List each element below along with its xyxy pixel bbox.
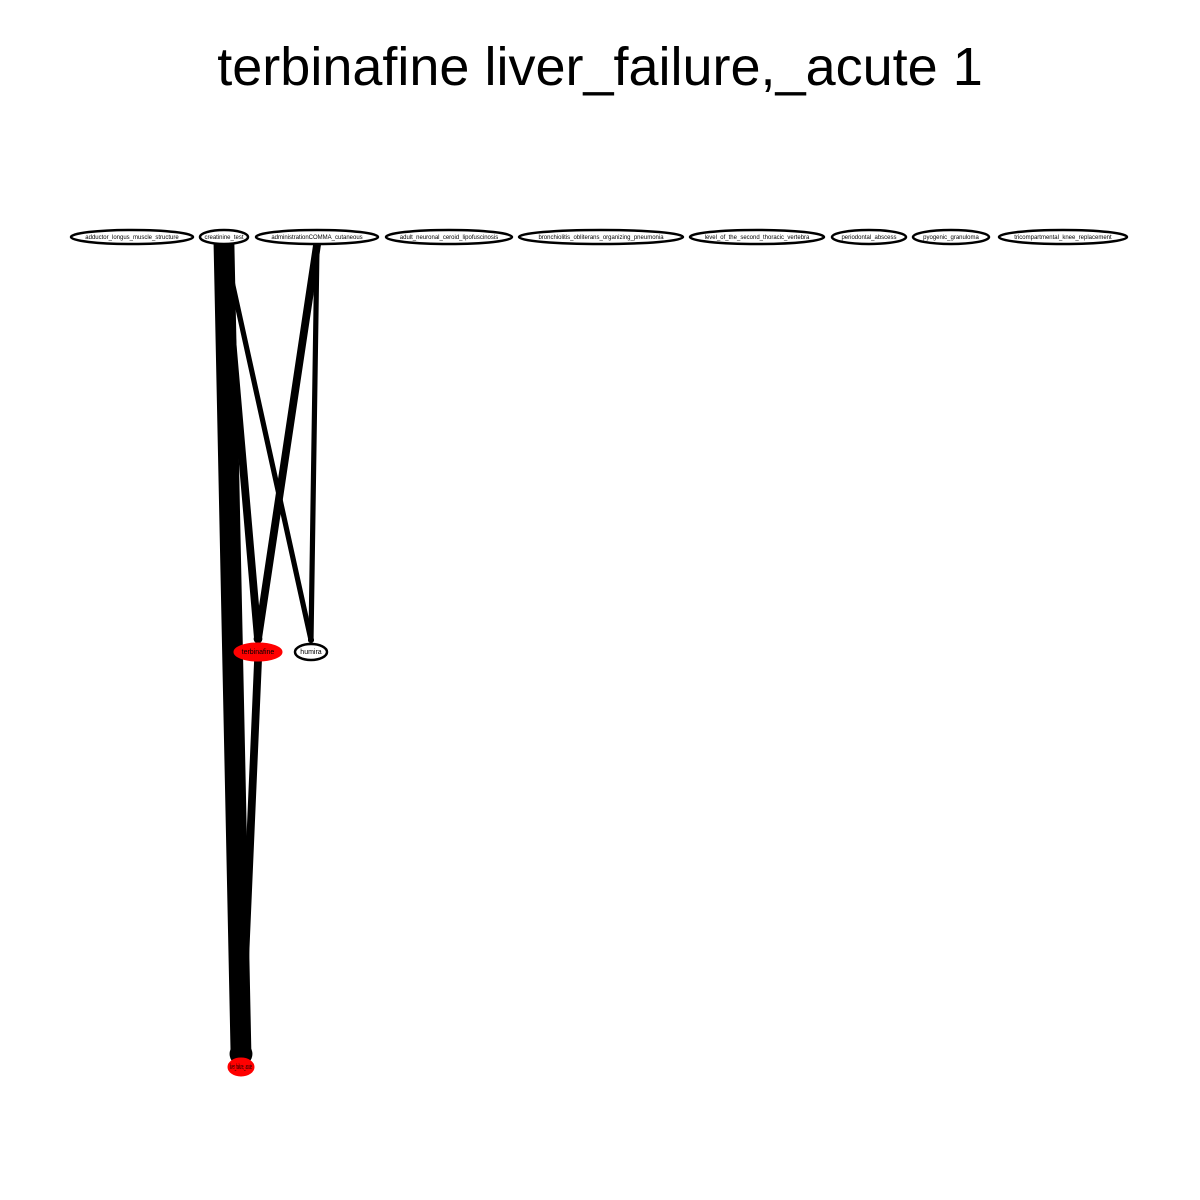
node-administrationcomma-cutaneous: administrationCOMMA_cutaneous: [254, 228, 380, 246]
edge-terbinafine-to-liver-failure-acute: [237, 657, 262, 1058]
node-shape: [198, 228, 250, 246]
edge-layer: [213, 234, 321, 1066]
edge-administrationcomma-cutaneous-to-humira: [308, 242, 320, 643]
node-label: level_of_the_second_thoracic_vertebra: [705, 235, 810, 241]
node-creatinine-test: creatinine_test: [198, 228, 250, 246]
node-label: administrationCOMMA_cutaneous: [271, 235, 362, 241]
node-shape: [997, 228, 1129, 246]
node-shape: [227, 1057, 255, 1077]
node-label: adult_neuronal_ceroid_lipofuscinosis: [400, 235, 498, 241]
node-shape: [688, 228, 826, 246]
node-humira: humira: [293, 642, 329, 662]
node-shape: [911, 228, 991, 246]
node-shape: [384, 228, 514, 246]
node-bronchiolitis-obliterans-organizing-pneumonia: bronchiolitis_obliterans_organizing_pneu…: [517, 228, 685, 246]
edge-administrationcomma-cutaneous-to-terbinafine: [254, 241, 321, 643]
node-periodontal-abscess: periodontal_abscess: [830, 228, 908, 246]
node-shape: [293, 642, 329, 662]
node-layer: adductor_longus_muscle_structure creatini…: [69, 228, 1129, 1077]
node-adult-neuronal-ceroid-lipofuscinosis: adult_neuronal_ceroid_lipofuscinosis: [384, 228, 514, 246]
node-liver-failure-acute: liver_failure,_acute: [227, 1057, 255, 1077]
node-shape: [233, 642, 283, 662]
node-tricompartmental-knee-replacement: tricompartmental_knee_replacement: [997, 228, 1129, 246]
node-label: humira: [300, 649, 322, 656]
node-level-of-the-second-thoracic-vertebra: level_of_the_second_thoracic_vertebra: [688, 228, 826, 246]
node-label: liver_failure,_acute: [230, 1064, 252, 1071]
edge-arrowhead: [253, 634, 263, 644]
node-pyogenic-granuloma: pyogenic_granuloma: [911, 228, 991, 246]
node-shape: [517, 228, 685, 246]
node-label: bronchiolitis_obliterans_organizing_pneu…: [538, 235, 664, 241]
edge-arrowhead: [308, 637, 314, 643]
node-label: adductor_longus_muscle_structure: [85, 235, 179, 241]
edge-creatinine-test-to-liver-failure-acute: [213, 234, 252, 1065]
node-label: creatinine_test: [204, 235, 243, 241]
node-label: terbinafine: [242, 649, 275, 656]
node-adductor-longus-muscle-structure: adductor_longus_muscle_structure: [69, 228, 195, 246]
node-label: tricompartmental_knee_replacement: [1014, 235, 1112, 241]
node-terbinafine: terbinafine: [233, 642, 283, 662]
edge-arrowhead: [236, 1049, 246, 1059]
node-shape: [254, 228, 380, 246]
edge-creatinine-test-to-humira: [221, 242, 314, 643]
edge-creatinine-test-to-terbinafine: [220, 241, 262, 643]
node-label: pyogenic_granuloma: [923, 235, 979, 241]
node-label: periodontal_abscess: [841, 235, 896, 241]
graph-title: terbinafine liver_failure,_acute 1: [217, 37, 982, 97]
node-shape: [830, 228, 908, 246]
node-shape: [69, 228, 195, 246]
